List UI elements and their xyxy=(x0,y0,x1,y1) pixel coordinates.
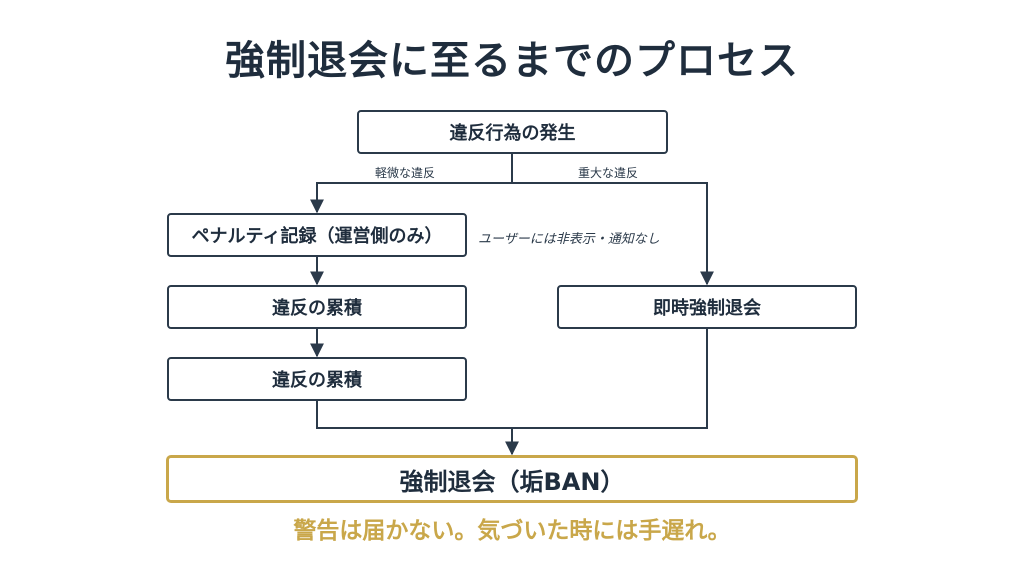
node-accum-1: 違反の累積 xyxy=(167,285,467,329)
edge-immediate-merge xyxy=(512,329,708,429)
edge-accum2-merge xyxy=(316,401,512,429)
node-accum-2: 違反の累積 xyxy=(167,357,467,401)
hidden-note: ユーザーには非表示・通知なし xyxy=(478,232,660,247)
node-start: 違反行為の発生 xyxy=(357,110,668,154)
node-immediate: 即時強制退会 xyxy=(557,285,857,329)
page-title: 強制退会に至るまでのプロセス xyxy=(225,38,799,84)
edge-minor xyxy=(310,182,512,214)
edge-label-major: 重大な違反 xyxy=(578,166,639,180)
edge-major xyxy=(512,182,714,286)
node-penalty: ペナルティ記録（運営側のみ） xyxy=(167,213,467,257)
edge-label-minor: 軽微な違反 xyxy=(375,166,436,180)
warning-caption: 警告は届かない。気づいた時には手遅れ。 xyxy=(293,518,731,544)
node-final: 強制退会（垢BAN） xyxy=(166,455,858,503)
